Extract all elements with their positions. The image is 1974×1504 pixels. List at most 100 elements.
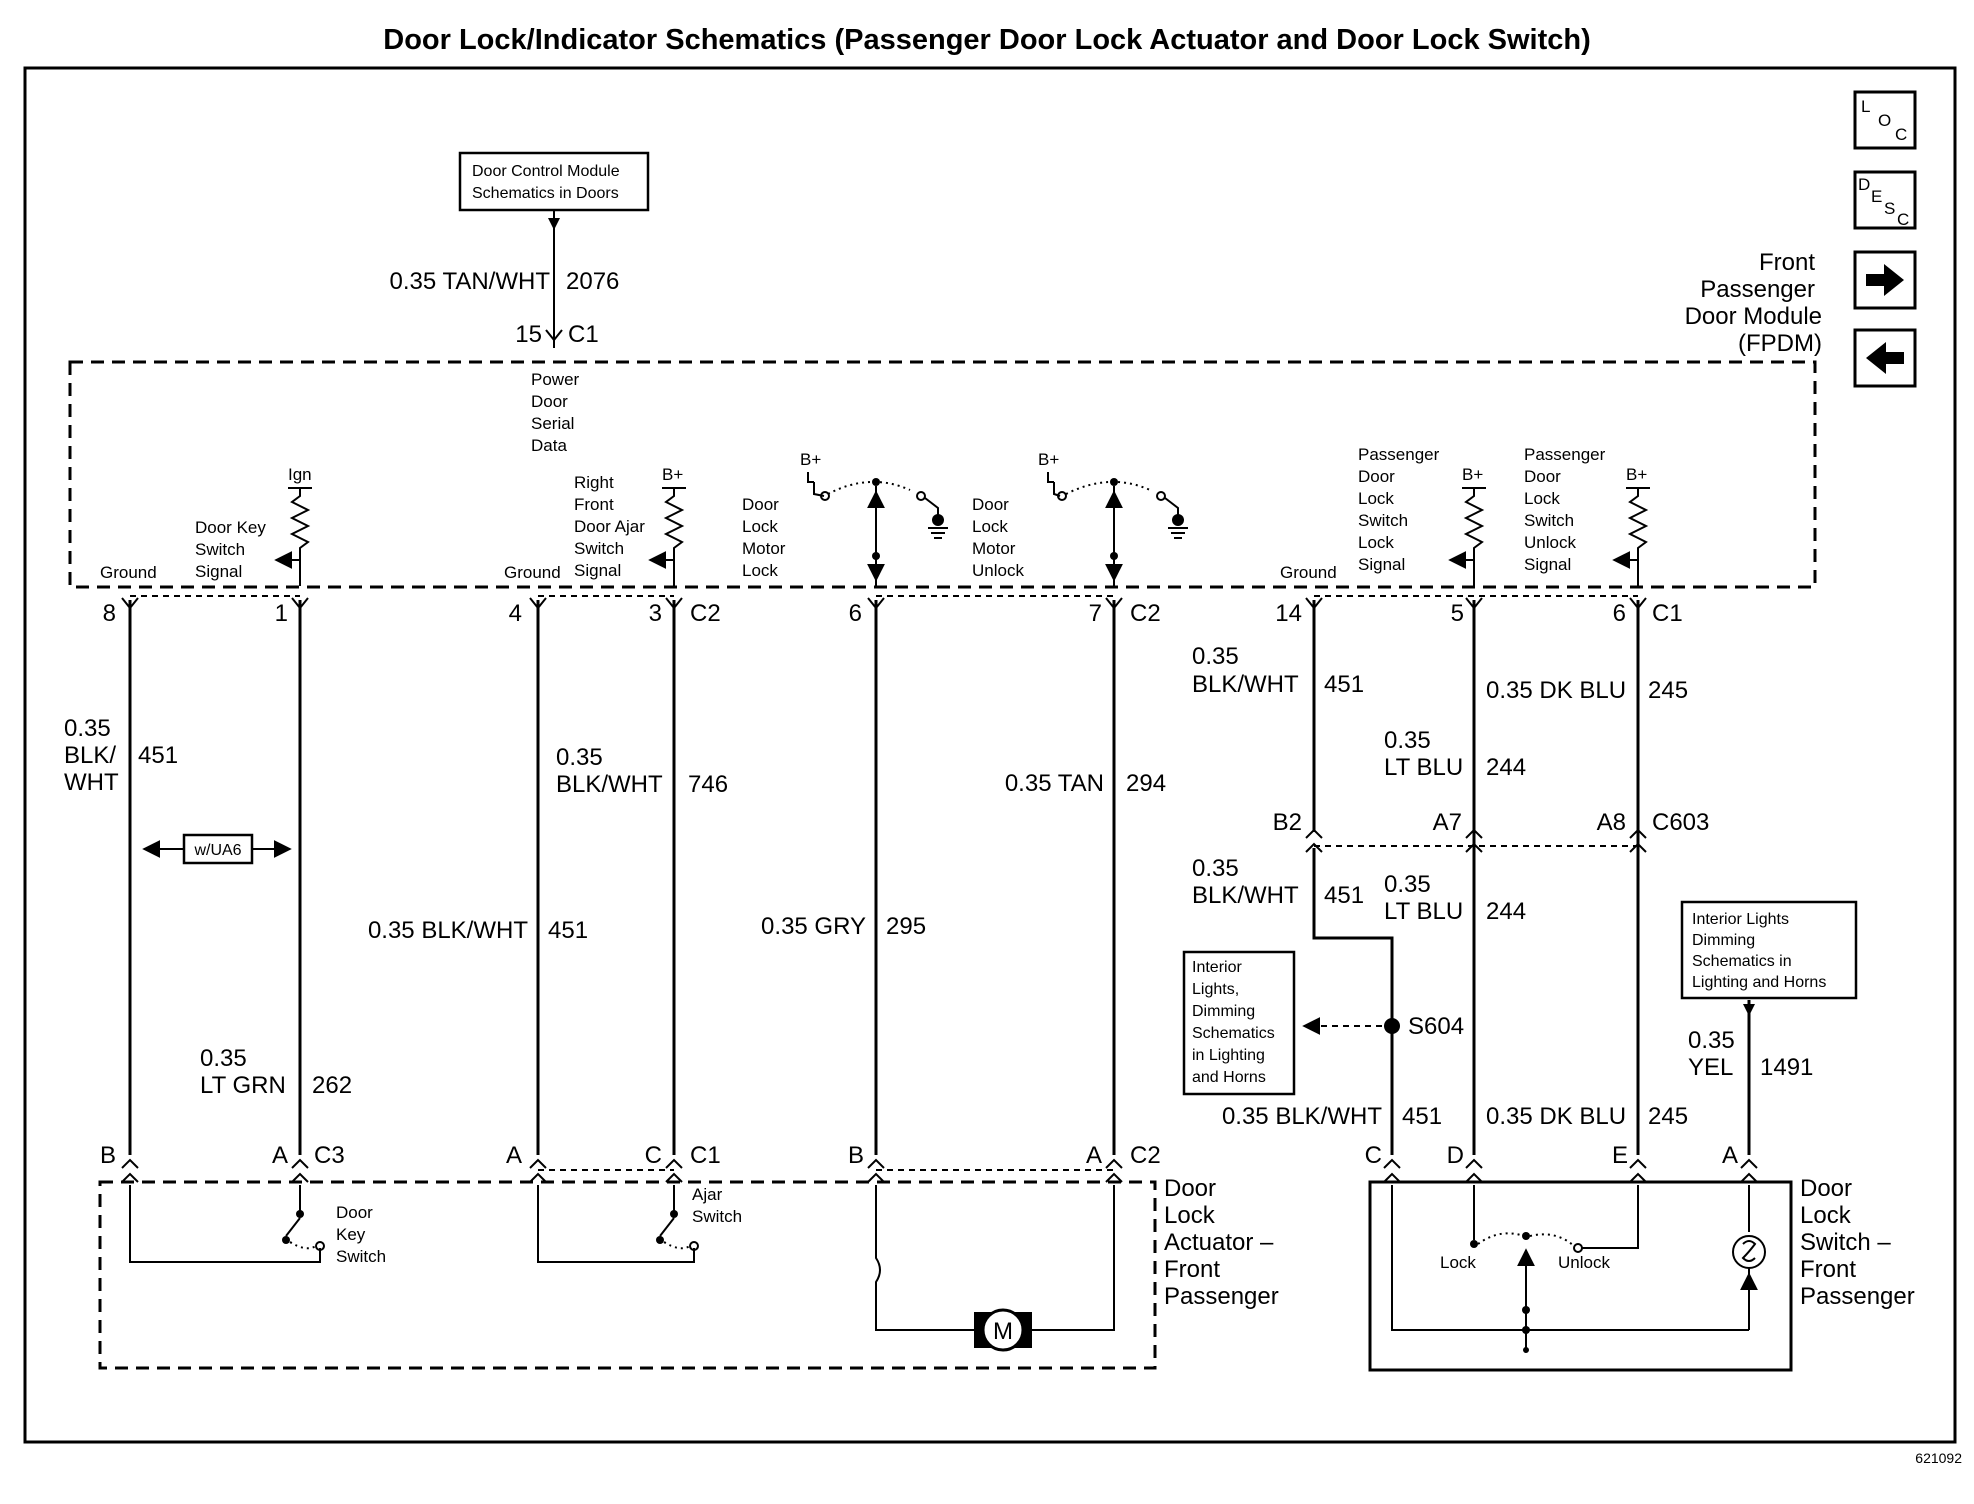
svg-text:295: 295: [886, 913, 926, 940]
svg-text:Power: Power: [531, 370, 580, 389]
svg-text:O: O: [1878, 111, 1891, 130]
pullup-resistor-bplus-4: [1462, 487, 1486, 586]
svg-text:C1: C1: [690, 1142, 721, 1169]
svg-text:244: 244: [1486, 898, 1526, 925]
svg-text:0.35 BLK/WHT: 0.35 BLK/WHT: [1222, 1103, 1382, 1130]
svg-text:746: 746: [688, 771, 728, 798]
bplus-label-2: B+: [800, 450, 821, 469]
svg-text:Door: Door: [1524, 467, 1561, 486]
svg-text:Door: Door: [1164, 1175, 1216, 1202]
svg-text:Lock: Lock: [742, 517, 778, 536]
door-lock-motor: M: [875, 1185, 1115, 1352]
svg-text:C: C: [1895, 125, 1907, 144]
svg-text:D: D: [1858, 175, 1870, 194]
svg-text:B: B: [100, 1142, 116, 1169]
right-front-door-ajar-switch-signal-label: Right Front Door Ajar Switch Signal: [574, 473, 645, 580]
svg-text:Door: Door: [742, 495, 779, 514]
circuit-2076: 2076: [566, 268, 619, 295]
svg-text:LT GRN: LT GRN: [200, 1072, 286, 1099]
prev-page-button[interactable]: [1853, 328, 1917, 388]
svg-text:Lock: Lock: [1524, 489, 1560, 508]
arrow-left-icon: [1866, 342, 1904, 374]
svg-text:Door: Door: [531, 392, 568, 411]
interior-lights-dimming-ref-left[interactable]: Interior Lights, Dimming Schematics in L…: [1182, 950, 1296, 1096]
power-door-serial-data-label: Power Door Serial Data: [531, 370, 580, 455]
svg-text:Door Ajar: Door Ajar: [574, 517, 645, 536]
svg-text:Door: Door: [1800, 1175, 1852, 1202]
next-page-button[interactable]: [1853, 250, 1917, 310]
svg-text:Front: Front: [1164, 1256, 1220, 1283]
svg-text:0.35: 0.35: [556, 744, 603, 771]
svg-text:Data: Data: [531, 436, 567, 455]
svg-text:14: 14: [1275, 600, 1302, 627]
svg-text:Switch: Switch: [336, 1247, 386, 1266]
svg-text:1: 1: [275, 600, 288, 627]
interior-lights-dimming-ref-right[interactable]: Interior Lights Dimming Schematics in Li…: [1680, 900, 1858, 1000]
svg-text:Key: Key: [336, 1225, 366, 1244]
svg-text:262: 262: [312, 1072, 352, 1099]
svg-text:Unlock: Unlock: [1558, 1253, 1610, 1272]
svg-text:S604: S604: [1408, 1013, 1464, 1040]
svg-text:C2: C2: [1130, 600, 1161, 627]
svg-text:0.35: 0.35: [200, 1045, 247, 1072]
bplus-label-5: B+: [1626, 465, 1647, 484]
svg-text:Passenger: Passenger: [1524, 445, 1606, 464]
door-lock-switch-name: Door Lock Switch – Front Passenger: [1800, 1175, 1915, 1310]
actuator-connector-pins: B A C3 A C C1 B A C2: [100, 1142, 1161, 1183]
svg-text:S: S: [1884, 199, 1895, 218]
svg-text:Lock: Lock: [1164, 1202, 1216, 1229]
svg-text:C2: C2: [1130, 1142, 1161, 1169]
svg-text:Passenger: Passenger: [1358, 445, 1440, 464]
wire-label-tan-wht: 0.35 TAN/WHT: [390, 268, 551, 295]
svg-text:C1: C1: [1652, 600, 1683, 627]
svg-text:451: 451: [138, 742, 178, 769]
wire-label-262: 0.35 LT GRN 262: [200, 1045, 352, 1099]
svg-text:Switch: Switch: [1358, 511, 1408, 530]
svg-text:Door: Door: [336, 1203, 373, 1222]
svg-text:0.35: 0.35: [1384, 871, 1431, 898]
svg-text:Switch: Switch: [195, 540, 245, 559]
svg-text:Door Key: Door Key: [195, 518, 266, 537]
svg-text:C: C: [1365, 1142, 1382, 1169]
ign-label: Ign: [288, 465, 312, 484]
svg-text:Signal: Signal: [1358, 555, 1405, 574]
svg-text:Switch: Switch: [1524, 511, 1574, 530]
door-lock-motor-lock-label: Door Lock Motor Lock: [742, 495, 786, 580]
svg-text:451: 451: [1402, 1103, 1442, 1130]
svg-text:A: A: [272, 1142, 288, 1169]
svg-text:D: D: [1447, 1142, 1464, 1169]
pullup-resistor-ign: [288, 487, 312, 586]
door-control-module-ref[interactable]: Door Control Module Schematics in Doors: [458, 151, 650, 212]
wire-label-294: 0.35 TAN 294: [1005, 770, 1166, 797]
svg-text:Switch –: Switch –: [1800, 1229, 1891, 1256]
svg-text:Front: Front: [1759, 249, 1815, 276]
ground-label-1: Ground: [100, 563, 157, 582]
door-lock-switch-boundary: [1368, 1180, 1793, 1372]
svg-text:0.35 DK BLU: 0.35 DK BLU: [1486, 1103, 1626, 1130]
door-lock-motor-unlock-label: Door Lock Motor Unlock: [972, 495, 1024, 580]
svg-text:244: 244: [1486, 754, 1526, 781]
svg-text:Switch: Switch: [692, 1207, 742, 1226]
svg-text:Lock: Lock: [1358, 533, 1394, 552]
svg-text:6: 6: [1613, 600, 1626, 627]
wire-label-295: 0.35 GRY 295: [761, 913, 926, 940]
svg-text:(FPDM): (FPDM): [1738, 330, 1822, 357]
svg-text:Passenger: Passenger: [1800, 1283, 1915, 1310]
desc-button[interactable]: D E S C: [1853, 170, 1917, 230]
connector-c603: B2 A7 A8 C603: [1273, 809, 1709, 853]
loc-button[interactable]: L O C: [1853, 90, 1917, 150]
svg-text:Dimming: Dimming: [1192, 1003, 1255, 1020]
svg-text:L: L: [1861, 97, 1870, 116]
pullup-resistor-bplus-5: [1626, 487, 1650, 586]
svg-text:3: 3: [649, 600, 662, 627]
svg-text:C2: C2: [690, 600, 721, 627]
splice-s604: S604: [1302, 1013, 1464, 1040]
svg-text:Passenger: Passenger: [1164, 1283, 1279, 1310]
wire-label-244-top: 0.35 LT BLU 244: [1384, 727, 1526, 781]
svg-text:Lights,: Lights,: [1192, 981, 1239, 998]
svg-text:C3: C3: [314, 1142, 345, 1169]
svg-text:Interior: Interior: [1192, 959, 1242, 976]
motor-symbol: M: [993, 1318, 1013, 1345]
lock-switch-connector-pins: C D E A: [1365, 1142, 1758, 1183]
